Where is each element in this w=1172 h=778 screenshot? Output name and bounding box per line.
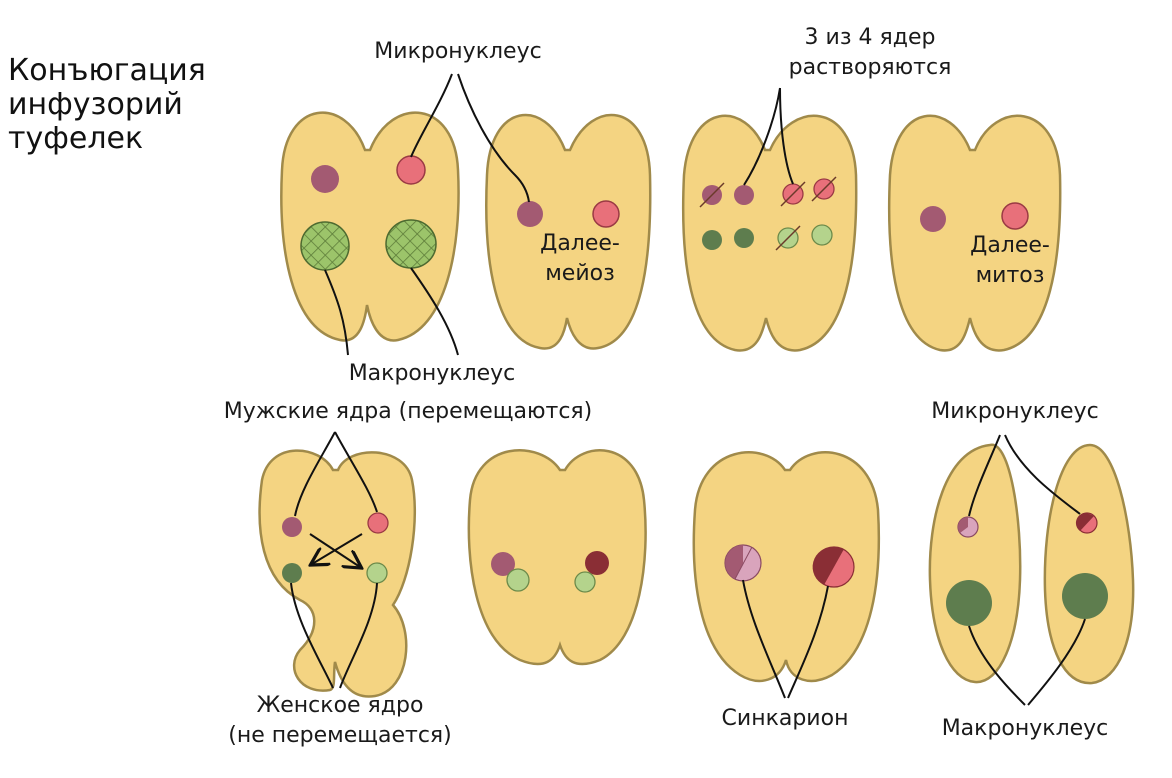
exchange-arrow: [312, 533, 363, 564]
micronucleus-left: [920, 206, 946, 232]
pointer-line: [290, 582, 334, 689]
stage-3-cell-pair: [681, 114, 858, 352]
pointer-line: [743, 87, 781, 186]
label-next-mitosis-line-2: митоз: [976, 263, 1045, 288]
stage-4-cell-pair: [887, 114, 1062, 352]
diagram-title-line-3: туфелек: [8, 121, 143, 156]
stage-2-cell-pair: [485, 113, 652, 350]
micronucleus-right-shade: [1075, 512, 1094, 531]
pointer-line: [334, 431, 378, 513]
macronucleus-left: [946, 580, 992, 626]
micronucleus-left: [311, 165, 339, 193]
stage-5-cell-pair: [258, 449, 417, 698]
micronucleus-green: [811, 224, 833, 246]
micronucleus-left: [491, 552, 515, 576]
micronucleus-right: [592, 200, 620, 228]
female-nucleus-left: [282, 563, 302, 583]
label-macronucleus-bottom: Макронуклеус: [942, 716, 1109, 741]
diagram-title-line-1: Конъюгация: [8, 53, 206, 88]
dissolving-nucleus: [699, 182, 725, 208]
cell-right: [1043, 443, 1135, 685]
pointer-line: [968, 434, 1001, 517]
micronucleus-left: [517, 201, 543, 227]
pointer-line: [787, 585, 829, 699]
macronucleus-right: [385, 219, 437, 269]
label-macronucleus-top: Макронуклеус: [349, 361, 516, 386]
label-female-nucleus-line-1: Женское ядро: [257, 693, 424, 718]
pointer-line: [410, 267, 459, 356]
stage-7-cell-pair: [692, 451, 881, 683]
stage-8-separated-cells: [928, 443, 1135, 685]
label-next-meiosis-line-1: Далее-: [540, 231, 620, 256]
micronucleus-green-right: [574, 571, 596, 593]
pointer-line: [968, 625, 1026, 706]
micronucleus-left: [734, 185, 754, 205]
macronucleus-left: [300, 221, 350, 271]
stage-1-cell-pair: [280, 111, 460, 342]
label-male-nuclei: Мужские ядра (перемещаются): [224, 399, 593, 424]
micronucleus-right: [1001, 202, 1029, 230]
label-micronucleus-bottom: Микронуклеус: [931, 399, 1098, 424]
label-micronucleus-top: Микронуклеус: [374, 39, 541, 64]
male-nucleus-right: [367, 512, 389, 534]
label-three-of-four-line-2: растворяются: [789, 55, 952, 80]
micronucleus-left-shade: [958, 517, 968, 533]
cell-left: [928, 443, 1022, 684]
male-nucleus-left: [282, 517, 302, 537]
label-next-mitosis-line-1: Далее-: [970, 233, 1050, 258]
pointer-line: [742, 579, 786, 699]
micronucleus-green: [702, 230, 722, 250]
label-synkaryon: Синкарион: [722, 706, 849, 731]
label-three-of-four-line-1: 3 из 4 ядер: [805, 25, 936, 50]
female-nucleus-right: [366, 562, 388, 584]
label-female-nucleus-line-2: (не перемещается): [228, 723, 452, 748]
stage-6-cell-pair: [467, 449, 647, 666]
pointer-line: [1004, 434, 1081, 515]
pointer-line: [339, 582, 378, 689]
micronucleus-right: [585, 551, 609, 575]
micronucleus-green-left: [506, 568, 530, 592]
label-next-meiosis-line-2: мейоз: [545, 261, 615, 286]
pointer-line: [294, 431, 336, 517]
micronucleus-green: [734, 228, 754, 248]
synkaryon-right: [812, 546, 855, 588]
pointer-line: [410, 73, 453, 158]
macronucleus-right: [1062, 573, 1108, 619]
dissolving-nucleus: [775, 225, 801, 251]
pointer-line: [1027, 618, 1086, 706]
pointer-line: [457, 73, 530, 203]
synkaryon-left: [724, 544, 762, 582]
micronucleus-right: [396, 155, 426, 185]
diagram-title-line-2: инфузорий: [8, 87, 183, 122]
dissolving-nucleus: [811, 176, 837, 202]
pointer-line: [779, 87, 794, 185]
pointer-line: [324, 269, 349, 356]
